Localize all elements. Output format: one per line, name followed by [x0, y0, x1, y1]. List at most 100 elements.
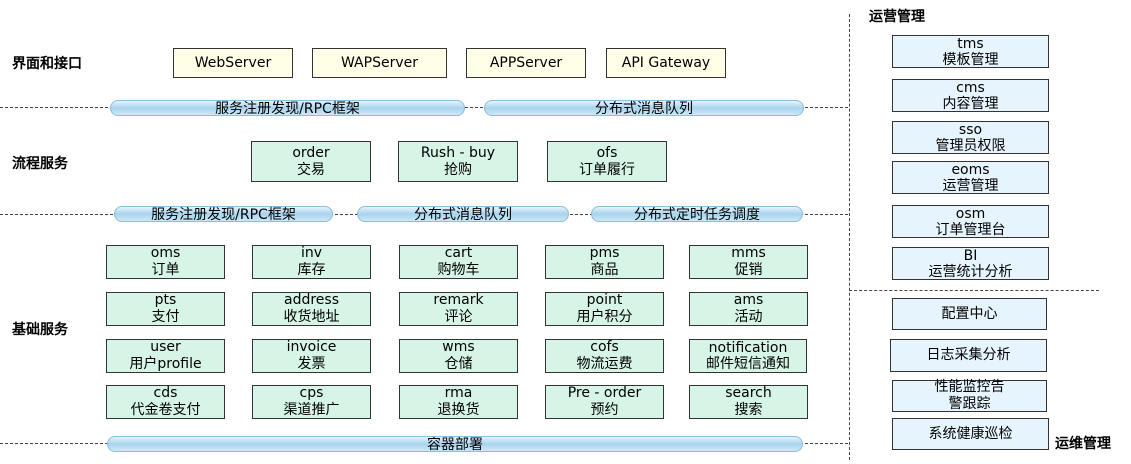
box-en-label: cms [956, 79, 985, 96]
box-en-label: address [283, 292, 339, 308]
box-en-label: remark [433, 292, 484, 308]
box-zh-label: 评论 [444, 309, 473, 325]
section-title-process: 流程服务 [12, 156, 68, 172]
box-zh-label: 搜索 [734, 402, 763, 418]
box-en-label: BI [963, 247, 978, 264]
box-zh-label: 退换货 [437, 402, 480, 418]
interface-box: API Gateway [606, 48, 726, 78]
box-zh-label: 订单履行 [579, 161, 635, 178]
box-en-label: cds [153, 385, 178, 401]
box-en-label: rma [444, 385, 473, 401]
box-label: 配置中心 [941, 305, 998, 322]
box-zh-label: 用户profile [129, 356, 202, 372]
box-zh-label: 商品 [590, 262, 619, 278]
box-zh-label: 运营管理 [942, 177, 999, 194]
box-en-label: tms [957, 35, 984, 52]
box-zh-label: 收货地址 [283, 309, 340, 325]
box-en-label: cps [299, 385, 324, 401]
box-zh-label: 模板管理 [942, 51, 999, 68]
box-en-label: order [292, 144, 330, 161]
box-en-label: wms [442, 339, 475, 355]
separator-right [849, 290, 1099, 291]
box-zh-label: 管理员权限 [935, 137, 1006, 154]
box-en-label: invoice [286, 339, 337, 355]
section-title-interface: 界面和接口 [12, 56, 82, 72]
interface-box: APPServer [466, 48, 586, 78]
box-zh-label: 运营统计分析 [928, 263, 1013, 280]
box-label: 日志采集分析 [926, 347, 1011, 363]
box-en-label: cart [444, 245, 473, 261]
box-zh-label: 交易 [297, 161, 325, 178]
box-en-label: Rush - buy [420, 144, 496, 161]
devops-box: 系统健康巡检 [892, 418, 1049, 450]
box-zh-label: 库存 [297, 262, 326, 278]
box-en-label: eoms [951, 161, 990, 178]
devops-box: 配置中心 [892, 298, 1047, 330]
box-zh-label: 促销 [734, 262, 763, 278]
box-zh-label: 仓储 [444, 356, 473, 372]
box-en-label: user [150, 339, 181, 355]
box-en-label: oms [150, 245, 181, 261]
section-title-operations: 运营管理 [869, 9, 925, 25]
bar-message-queue: 分布式消息队列 [484, 100, 804, 117]
box-zh-label: 活动 [734, 309, 763, 325]
box-zh-label: 代金卷支付 [130, 402, 201, 418]
box-label: 系统健康巡检 [928, 425, 1013, 442]
box-en-label: pts [154, 292, 177, 308]
box-zh-label: 购物车 [437, 262, 480, 278]
box-en-label: sso [958, 121, 983, 138]
box-en-label: inv [300, 245, 323, 261]
process-box: order 交易 [251, 141, 371, 182]
box-zh-label: 抢购 [444, 161, 472, 178]
process-box: Rush - buy 抢购 [398, 141, 518, 182]
box-zh-label: 预约 [590, 402, 619, 418]
box-zh-label: 订单 [151, 262, 180, 278]
box-zh-label: 用户积分 [576, 309, 633, 325]
box-zh-label: 邮件短信通知 [706, 356, 790, 372]
box-en-label: ofs [596, 144, 618, 161]
box-en-label: cofs [590, 339, 619, 355]
box-zh-label: 发票 [297, 356, 326, 372]
section-title-basic: 基础服务 [12, 322, 68, 338]
box-zh-label: 支付 [151, 309, 180, 325]
bar-rpc-framework: 服务注册发现/RPC框架 [114, 206, 333, 223]
box-zh-label: 内容管理 [942, 95, 999, 112]
box-en-label: notification [708, 340, 788, 356]
box-en-label: mms [731, 245, 766, 261]
box-zh-label: 渠道推广 [283, 402, 340, 418]
box-en-label: point [586, 292, 623, 308]
bar-container-deploy: 容器部署 [107, 436, 803, 453]
devops-box: 日志采集分析 [890, 339, 1047, 372]
separator-vertical [849, 14, 850, 460]
bar-rpc-framework: 服务注册发现/RPC框架 [110, 100, 465, 117]
bar-scheduled-tasks: 分布式定时任务调度 [591, 206, 803, 223]
box-label: 性能监控告警跟踪 [934, 379, 1005, 412]
interface-box: WAPServer [312, 48, 447, 78]
box-en-label: Pre - order [567, 385, 642, 401]
box-zh-label: 物流运费 [576, 356, 633, 372]
box-en-label: pms [589, 245, 620, 261]
